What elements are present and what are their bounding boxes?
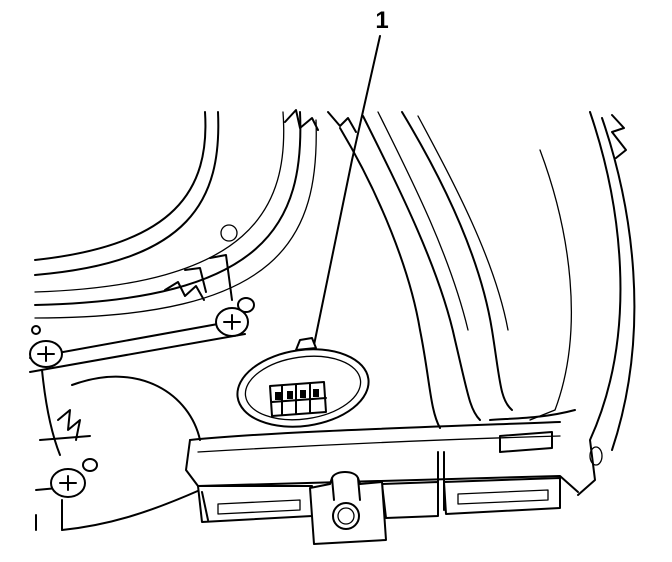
fender-arc [71, 375, 201, 441]
electrical-connector [269, 381, 327, 417]
center-pillar-panel [284, 109, 513, 429]
left-lower-bracket [35, 369, 98, 531]
callout-1-label: 1 [375, 7, 388, 34]
screw-upper-left [29, 340, 63, 368]
fender-lower-edge [61, 489, 201, 531]
rear-quarter-opening [34, 111, 317, 319]
upper-bracket [29, 254, 246, 373]
rocker-panel [185, 421, 579, 523]
bottom-clip [309, 471, 387, 545]
screw-upper-right [215, 297, 255, 337]
callout-1-leader [313, 35, 381, 346]
